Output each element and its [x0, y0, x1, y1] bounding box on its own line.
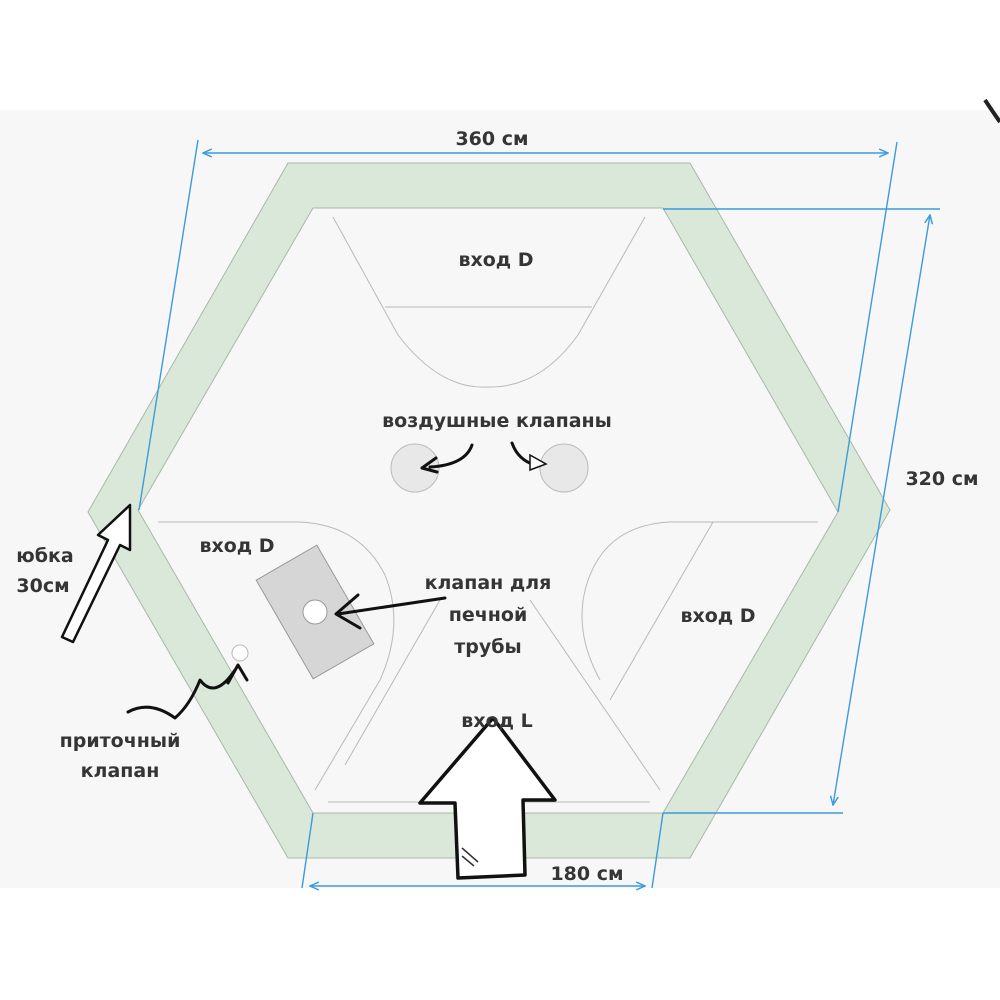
side-label: 180 см: [550, 863, 623, 885]
air-valves-label: воздушные клапаны: [382, 410, 612, 432]
skirt-label-1: юбка: [16, 545, 73, 567]
hatch-icon: [461, 847, 479, 867]
entrance-right-label: вход D: [680, 605, 755, 627]
supply-valve-label-1: приточный: [60, 730, 181, 752]
dimension-lines: [138, 139, 940, 888]
entrance-bottom-label: вход L: [461, 710, 532, 732]
arrow-to-stove-icon: [334, 593, 447, 630]
arrow-to-left-valve-icon: [428, 443, 474, 469]
corner-artifact-icon: [983, 98, 1000, 124]
arrowhead-right-icon: [529, 453, 548, 472]
entrance-top-label: вход D: [458, 249, 533, 271]
height-label: 320 см: [905, 468, 978, 490]
stove-pipe-hole: [302, 599, 328, 625]
arrowhead-left-icon: [420, 456, 439, 474]
stove-valve-label-1: клапан для: [425, 572, 552, 594]
skirt-arrow-icon: [60, 503, 132, 644]
air-valve-left: [390, 443, 440, 493]
stove-valve-label-3: трубы: [454, 636, 521, 658]
width-label: 360 см: [455, 128, 528, 150]
supply-valve-label-2: клапан: [81, 760, 160, 782]
supply-valve: [231, 644, 249, 662]
air-valve-right: [539, 443, 589, 493]
entrance-left-label: вход D: [199, 535, 274, 557]
stove-valve-label-2: печной: [449, 604, 528, 626]
skirt-label-2: 30см: [16, 575, 69, 597]
squiggle-arrow-icon: [126, 663, 249, 720]
entrance-arrow-icon: [418, 716, 557, 880]
